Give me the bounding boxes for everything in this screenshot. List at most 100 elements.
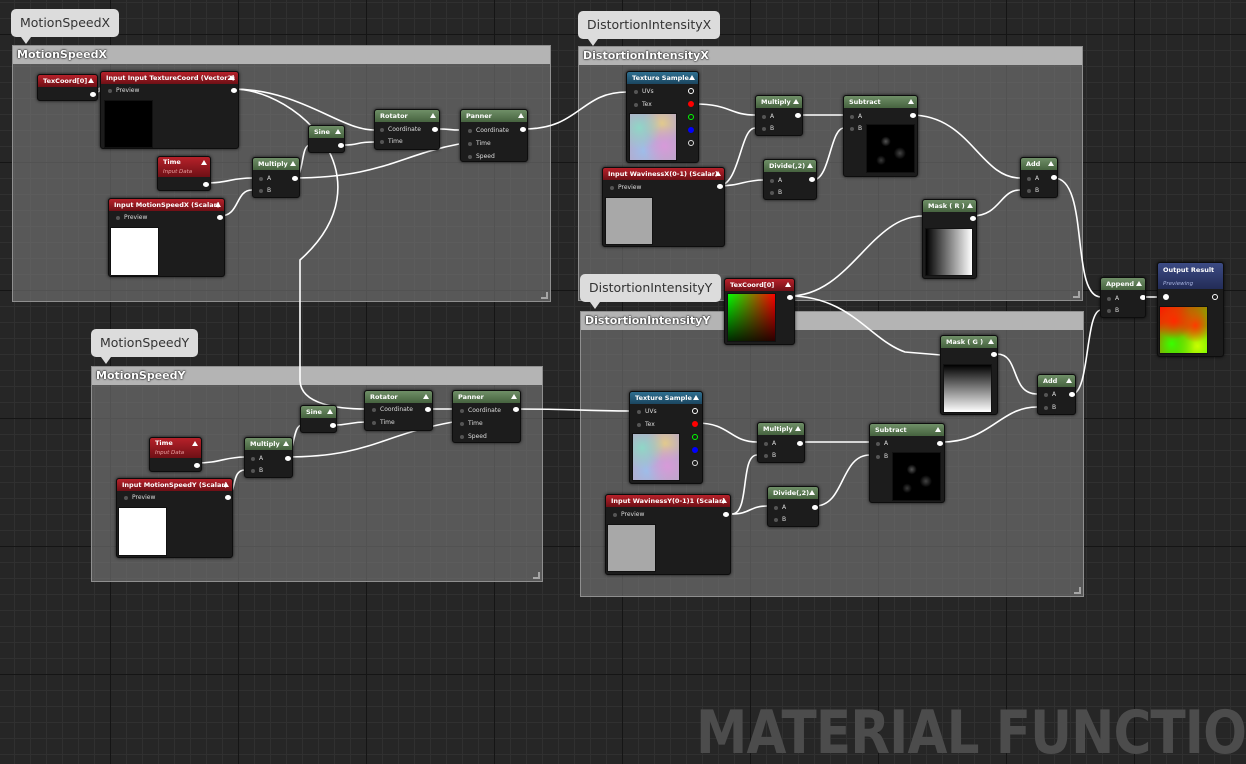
sine-node[interactable]: Sine (308, 125, 345, 153)
pin-coordinate[interactable]: Coordinate (372, 406, 413, 413)
mask-r-node[interactable]: Mask ( R ) (922, 199, 977, 279)
collapse-arrow-icon[interactable] (327, 409, 333, 414)
bubble-distortionintensityy[interactable]: DistortionIntensityY (580, 274, 722, 309)
collapse-arrow-icon[interactable] (935, 427, 941, 432)
channel-g-pin[interactable] (688, 114, 694, 120)
collapse-arrow-icon[interactable] (793, 99, 799, 104)
texture-sample-node[interactable]: Texture Sample UVs Tex (629, 391, 703, 484)
collapse-arrow-icon[interactable] (335, 129, 341, 134)
divide-node[interactable]: Divide(,2) A B (763, 159, 817, 200)
pin-a[interactable]: A (769, 177, 783, 184)
collapse-arrow-icon[interactable] (908, 99, 914, 104)
collapse-arrow-icon[interactable] (1136, 281, 1142, 286)
preview-pin[interactable]: Preview (612, 511, 645, 518)
pin-a[interactable]: A (1026, 175, 1040, 182)
bubble-distortionintensityx[interactable]: DistortionIntensityX (578, 11, 721, 46)
pin-a[interactable]: A (849, 113, 863, 120)
pin-speed[interactable]: Speed (460, 433, 487, 440)
pin-time[interactable]: Time (460, 420, 483, 427)
pin-coordinate[interactable]: Coordinate (460, 407, 501, 414)
preview-pin[interactable]: Preview (609, 184, 642, 191)
output-out-pin[interactable] (1212, 294, 1218, 300)
channel-rgb-pin[interactable] (688, 88, 694, 94)
collapse-arrow-icon[interactable] (215, 202, 221, 207)
preview-pin[interactable]: Preview (123, 494, 156, 501)
collapse-arrow-icon[interactable] (511, 394, 517, 399)
channel-r-pin[interactable] (688, 101, 694, 107)
resize-grip[interactable] (541, 292, 548, 299)
collapse-arrow-icon[interactable] (88, 78, 94, 83)
texcoord-preview-node[interactable]: TexCoord[0] (724, 278, 795, 345)
collapse-arrow-icon[interactable] (1048, 161, 1054, 166)
bubble-motionspeedx[interactable]: MotionSpeedX (11, 9, 120, 44)
resize-grip[interactable] (533, 572, 540, 579)
add-node[interactable]: Add A B (1037, 374, 1076, 415)
preview-pin[interactable]: Preview (107, 87, 140, 94)
pin-b[interactable]: B (849, 125, 863, 132)
bubble-motionspeedy[interactable]: MotionSpeedY (91, 329, 199, 364)
pin-b[interactable]: B (761, 125, 775, 132)
pin-a[interactable]: A (1043, 391, 1057, 398)
output-in-pin[interactable] (1163, 294, 1169, 300)
collapse-arrow-icon[interactable] (290, 161, 296, 166)
append-node[interactable]: Append A B (1100, 277, 1146, 318)
collapse-arrow-icon[interactable] (430, 113, 436, 118)
resize-grip[interactable] (1074, 587, 1081, 594)
input-texturecoord-node[interactable]: Input Input TextureCoord (Vector2) Previ… (100, 71, 239, 149)
pin-time[interactable]: Time (372, 419, 395, 426)
pin-a[interactable]: A (773, 504, 787, 511)
collapse-arrow-icon[interactable] (809, 490, 815, 495)
channel-r-pin[interactable] (692, 421, 698, 427)
multiply-node[interactable]: Multiply A B (755, 95, 803, 136)
pin-b[interactable]: B (763, 452, 777, 459)
pin-a[interactable]: A (761, 113, 775, 120)
multiply-node[interactable]: Multiply A B (244, 437, 293, 478)
pin-uvs[interactable]: UVs (637, 408, 657, 415)
multiply-node[interactable]: Multiply A B (252, 157, 300, 198)
mask-g-node[interactable]: Mask ( G ) (940, 335, 998, 415)
collapse-arrow-icon[interactable] (785, 282, 791, 287)
channel-a-pin[interactable] (692, 460, 698, 466)
collapse-arrow-icon[interactable] (715, 171, 721, 176)
collapse-arrow-icon[interactable] (967, 203, 973, 208)
channel-b-pin[interactable] (692, 447, 698, 453)
preview-pin[interactable]: Preview (115, 214, 148, 221)
collapse-arrow-icon[interactable] (423, 394, 429, 399)
collapse-arrow-icon[interactable] (229, 75, 235, 80)
subtract-node[interactable]: Subtract A B (869, 423, 945, 503)
collapse-arrow-icon[interactable] (795, 426, 801, 431)
pin-coordinate[interactable]: Coordinate (380, 126, 421, 133)
channel-g-pin[interactable] (692, 434, 698, 440)
input-wavinessy-node[interactable]: Input WavinessY(0-1)1 (Scalar) Preview (605, 494, 731, 575)
collapse-arrow-icon[interactable] (518, 113, 524, 118)
collapse-arrow-icon[interactable] (689, 75, 695, 80)
rotator-node[interactable]: Rotator Coordinate Time (374, 109, 440, 150)
panner-node[interactable]: Panner Coordinate Time Speed (452, 390, 521, 443)
panner-node[interactable]: Panner Coordinate Time Speed (460, 109, 528, 162)
collapse-arrow-icon[interactable] (192, 441, 198, 446)
divide-node[interactable]: Divide(,2) A B (767, 486, 819, 527)
pin-a[interactable]: A (258, 175, 272, 182)
channel-a-pin[interactable] (688, 140, 694, 146)
collapse-arrow-icon[interactable] (721, 498, 727, 503)
pin-tex[interactable]: Tex (634, 101, 652, 108)
collapse-arrow-icon[interactable] (807, 163, 813, 168)
input-motionspeedx-node[interactable]: Input MotionSpeedX (Scalar) Preview (108, 198, 225, 277)
collapse-arrow-icon[interactable] (988, 339, 994, 344)
pin-b[interactable]: B (769, 189, 783, 196)
collapse-arrow-icon[interactable] (1066, 378, 1072, 383)
pin-b[interactable]: B (250, 467, 264, 474)
pin-time[interactable]: Time (468, 140, 491, 147)
input-motionspeedy-node[interactable]: Input MotionSpeedY (Scalar) Preview (116, 478, 233, 558)
pin-coordinate[interactable]: Coordinate (468, 127, 509, 134)
multiply-node[interactable]: Multiply A B (757, 422, 805, 463)
pin-a[interactable]: A (875, 440, 889, 447)
pin-a[interactable]: A (1106, 295, 1120, 302)
pin-b[interactable]: B (875, 453, 889, 460)
rotator-node[interactable]: Rotator Coordinate Time (364, 390, 433, 431)
subtract-node[interactable]: Subtract A B (843, 95, 918, 177)
pin-b[interactable]: B (773, 516, 787, 523)
